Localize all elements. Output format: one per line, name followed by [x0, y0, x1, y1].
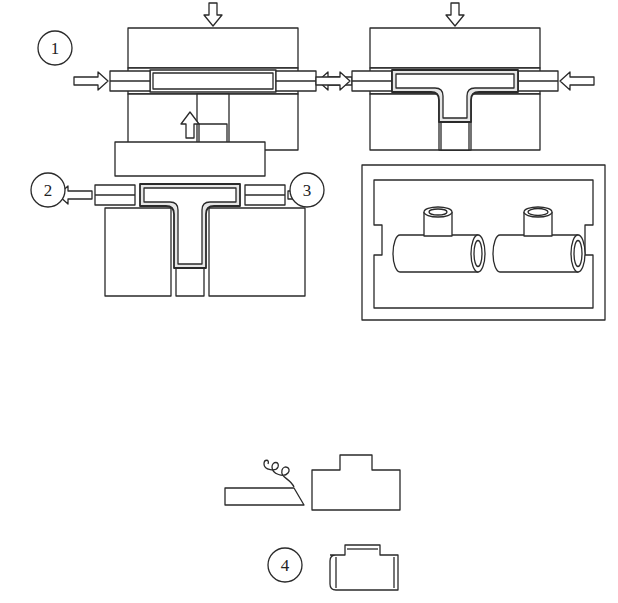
- lower-die-half: [105, 208, 171, 296]
- finished-tee: [330, 545, 398, 590]
- chip: [264, 460, 294, 487]
- circle-outline: [290, 173, 324, 207]
- side-punch: [518, 71, 558, 91]
- ejected-tee-inner: [144, 188, 236, 264]
- side-punch: [95, 185, 135, 205]
- punch-line: [352, 80, 392, 81]
- die-middle: [128, 68, 298, 94]
- step-number-circle: 4: [267, 547, 303, 583]
- furnace-wall: [362, 165, 605, 320]
- side-punch: [352, 71, 392, 91]
- counter-punch: [176, 268, 204, 296]
- formed-tee: [392, 70, 518, 122]
- tee-bore: [474, 241, 482, 267]
- side-punch: [276, 71, 316, 91]
- cutting-tool: [225, 488, 304, 505]
- counter-punch: [441, 122, 469, 150]
- push-arrow: [74, 72, 108, 90]
- furnace: [362, 165, 605, 320]
- bevel-line: [393, 557, 394, 588]
- tee-end: [571, 235, 585, 272]
- tube-blank: [150, 70, 276, 92]
- circle-outline: [268, 548, 302, 582]
- upper-die: [115, 142, 265, 176]
- callout-number: 1: [51, 40, 60, 57]
- branch-end: [524, 207, 552, 217]
- punch-line: [245, 194, 285, 195]
- die-set-open: [58, 112, 322, 296]
- circle-outline: [31, 173, 65, 207]
- circle-outline: [38, 31, 72, 65]
- branch-end: [424, 207, 452, 217]
- press-arrow: [446, 3, 464, 26]
- rough-tee: [312, 455, 400, 510]
- formed-tee-inner: [396, 74, 514, 118]
- push-arrow: [316, 72, 350, 90]
- upper-die: [370, 28, 540, 68]
- bevel-line: [335, 557, 336, 588]
- step-number-circle: 2: [30, 172, 66, 208]
- tee-fitting: [493, 235, 578, 272]
- lift-arrow: [181, 112, 199, 138]
- push-arrow: [560, 72, 594, 90]
- bevel-line: [347, 548, 378, 549]
- press-arrow: [204, 3, 222, 26]
- upper-die: [128, 28, 298, 68]
- callout-number: 3: [303, 182, 312, 199]
- step-number-circle: 1: [37, 30, 73, 66]
- ejected-tee: [140, 184, 240, 268]
- tube-blank-inner: [153, 73, 273, 89]
- side-punch: [110, 71, 150, 91]
- machining: [225, 455, 400, 590]
- branch-bore: [528, 209, 548, 216]
- punch-line: [518, 80, 558, 81]
- punch-line: [276, 80, 316, 81]
- tee-end: [471, 235, 485, 272]
- furnace-chamber: [374, 180, 593, 308]
- tee-fitting: [393, 235, 478, 272]
- lower-die-half: [209, 208, 305, 296]
- punch-line: [95, 194, 135, 195]
- callout-number: 2: [44, 182, 53, 199]
- branch-bore: [429, 209, 447, 215]
- die-set-formed: [316, 3, 594, 150]
- tee-bore: [574, 241, 582, 267]
- callout-number: 4: [281, 557, 290, 574]
- punch-line: [110, 80, 150, 81]
- side-punch: [245, 185, 285, 205]
- die-set-closed: [74, 3, 352, 150]
- step-number-circle: 3: [289, 172, 325, 208]
